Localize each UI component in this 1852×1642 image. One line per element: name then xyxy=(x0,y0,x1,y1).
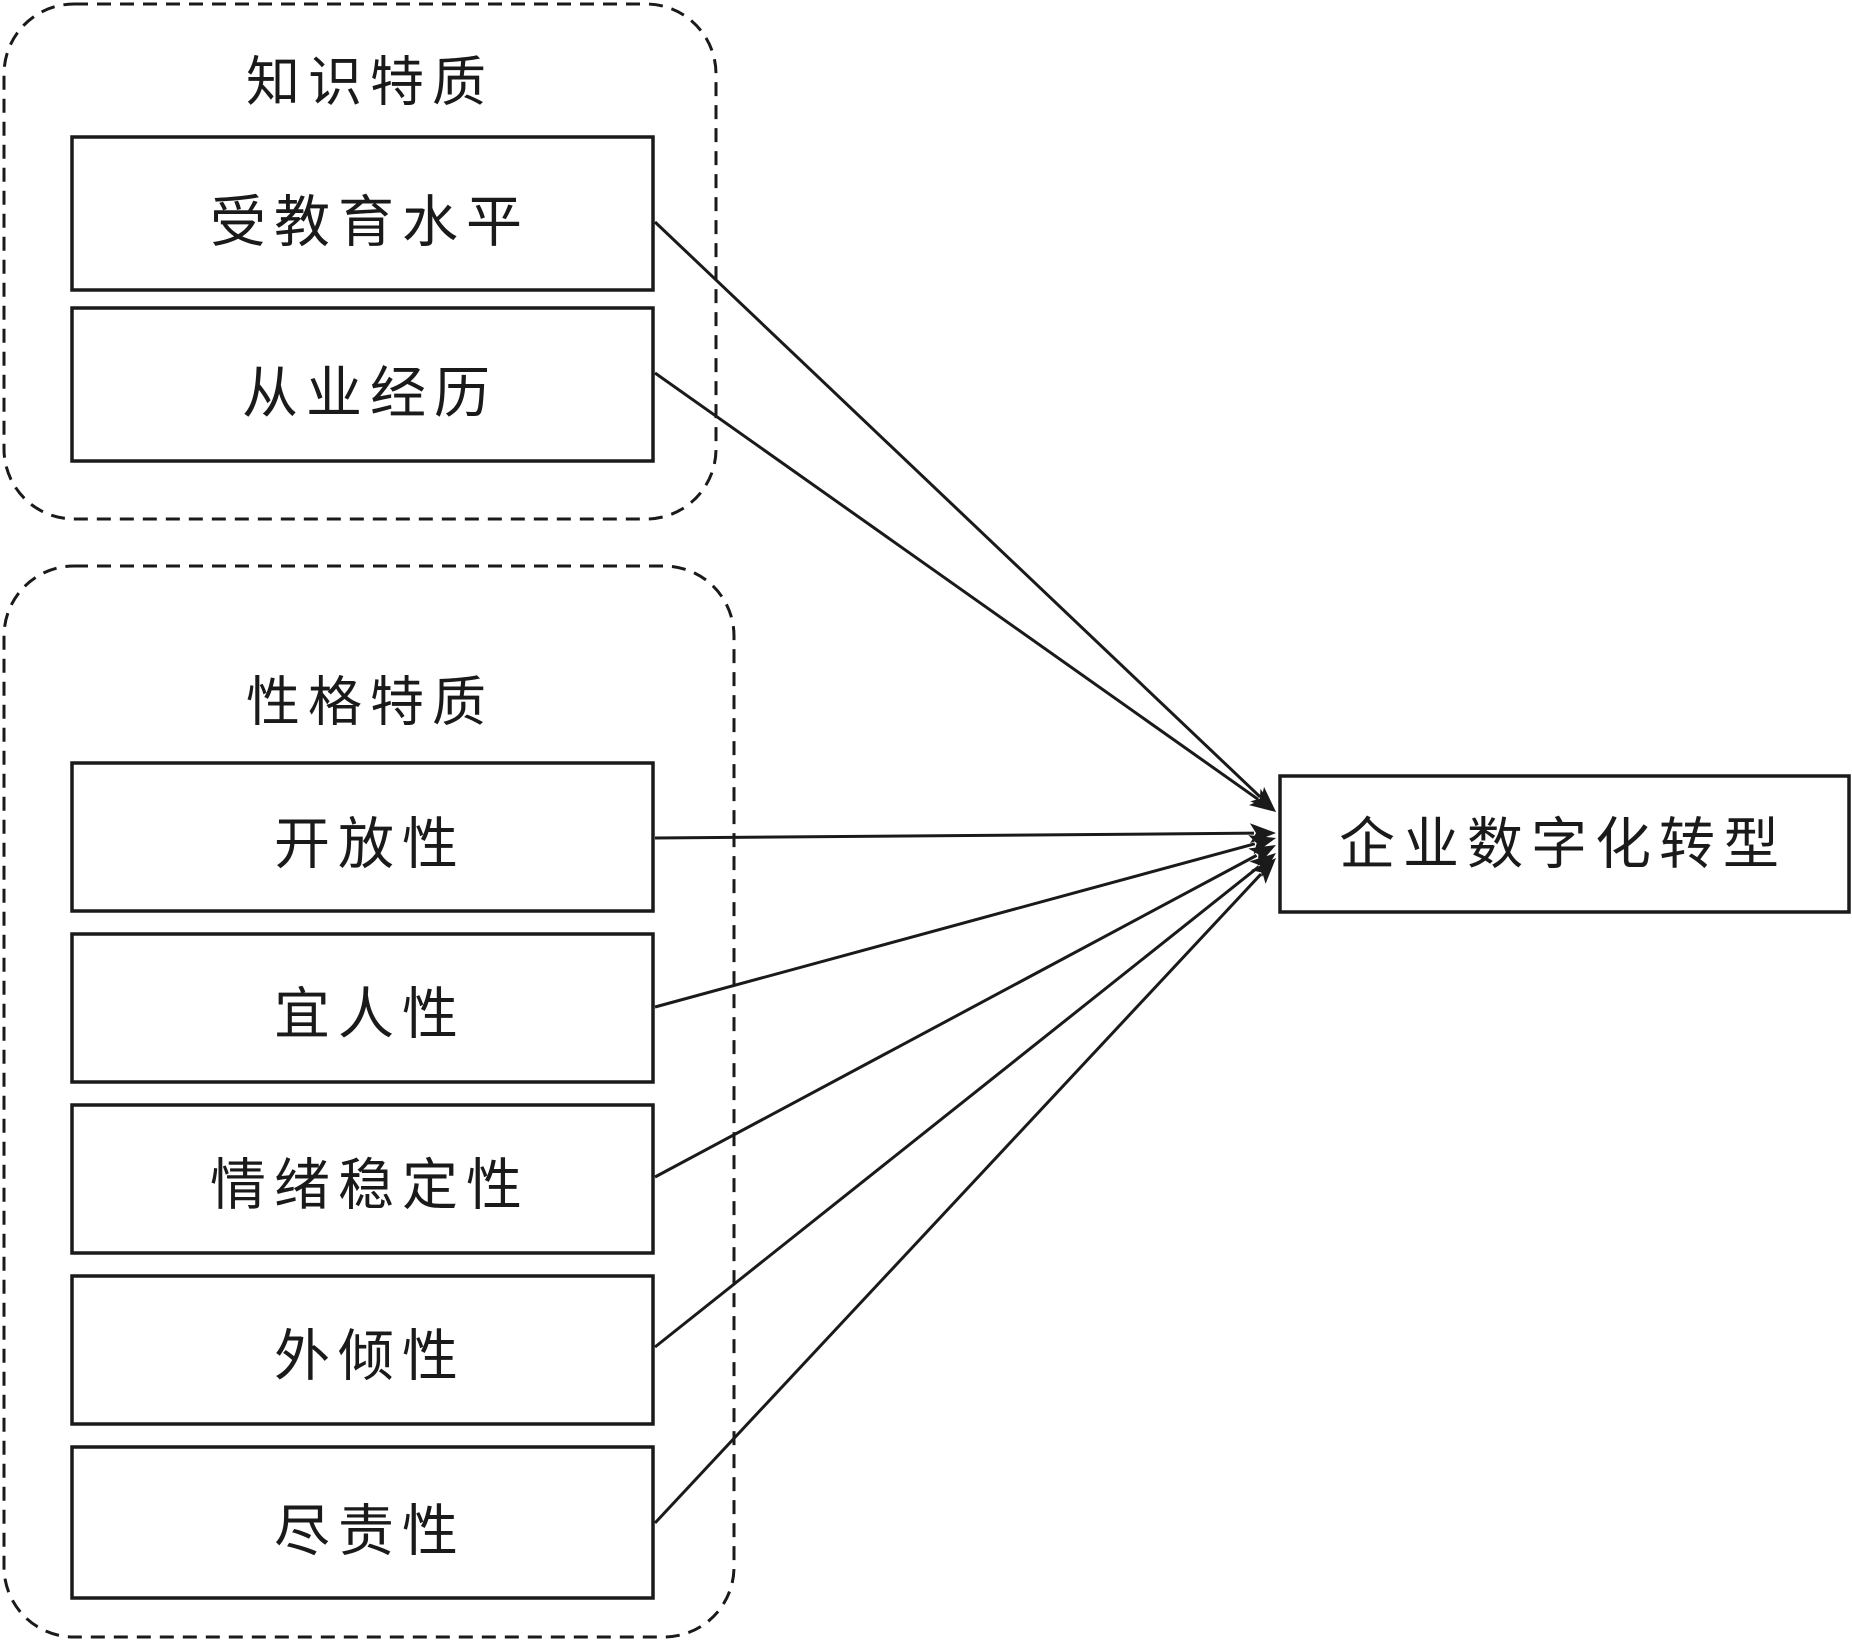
arrow-conscientiousness-head xyxy=(1250,858,1276,884)
node-digital-transformation-label: 企业数字化转型 xyxy=(1339,813,1787,878)
node-extraversion: 外倾性 xyxy=(70,1274,655,1426)
node-emotional-stability-label: 情绪稳定性 xyxy=(210,1154,530,1219)
node-conscientiousness: 尽责性 xyxy=(70,1445,655,1600)
arrow-emotional-stability xyxy=(654,845,1276,1179)
knowledge-group-title: 知识特质 xyxy=(246,51,494,114)
personality-group-title: 性格特质 xyxy=(246,671,494,734)
arrow-extraversion xyxy=(654,853,1276,1349)
node-agreeableness: 宜人性 xyxy=(70,932,655,1084)
node-conscientiousness-label: 尽责性 xyxy=(274,1500,466,1565)
knowledge-group-frame xyxy=(2,2,718,521)
node-openness-label: 开放性 xyxy=(274,813,466,878)
arrow-conscientiousness xyxy=(653,858,1276,1525)
personality-group-frame xyxy=(2,564,736,1639)
node-extraversion-label: 外倾性 xyxy=(274,1325,466,1390)
node-education-level: 受教育水平 xyxy=(70,135,655,292)
node-openness: 开放性 xyxy=(70,761,655,913)
node-agreeableness-label: 宜人性 xyxy=(274,983,466,1048)
arrow-work-experience-head xyxy=(1248,788,1276,812)
node-work-experience: 从业经历 xyxy=(70,306,655,463)
arrow-agreeableness xyxy=(654,835,1276,1009)
arrow-work-experience xyxy=(654,371,1276,812)
arrows-layer xyxy=(653,220,1276,1525)
arrow-emotional-stability-head xyxy=(1248,845,1276,867)
node-emotional-stability: 情绪稳定性 xyxy=(70,1103,655,1255)
node-work-experience-label: 从业经历 xyxy=(242,362,498,427)
arrow-education-level xyxy=(653,220,1276,812)
arrow-openness xyxy=(654,823,1276,844)
node-digital-transformation: 企业数字化转型 xyxy=(1278,774,1851,914)
node-education-level-label: 受教育水平 xyxy=(210,191,530,256)
